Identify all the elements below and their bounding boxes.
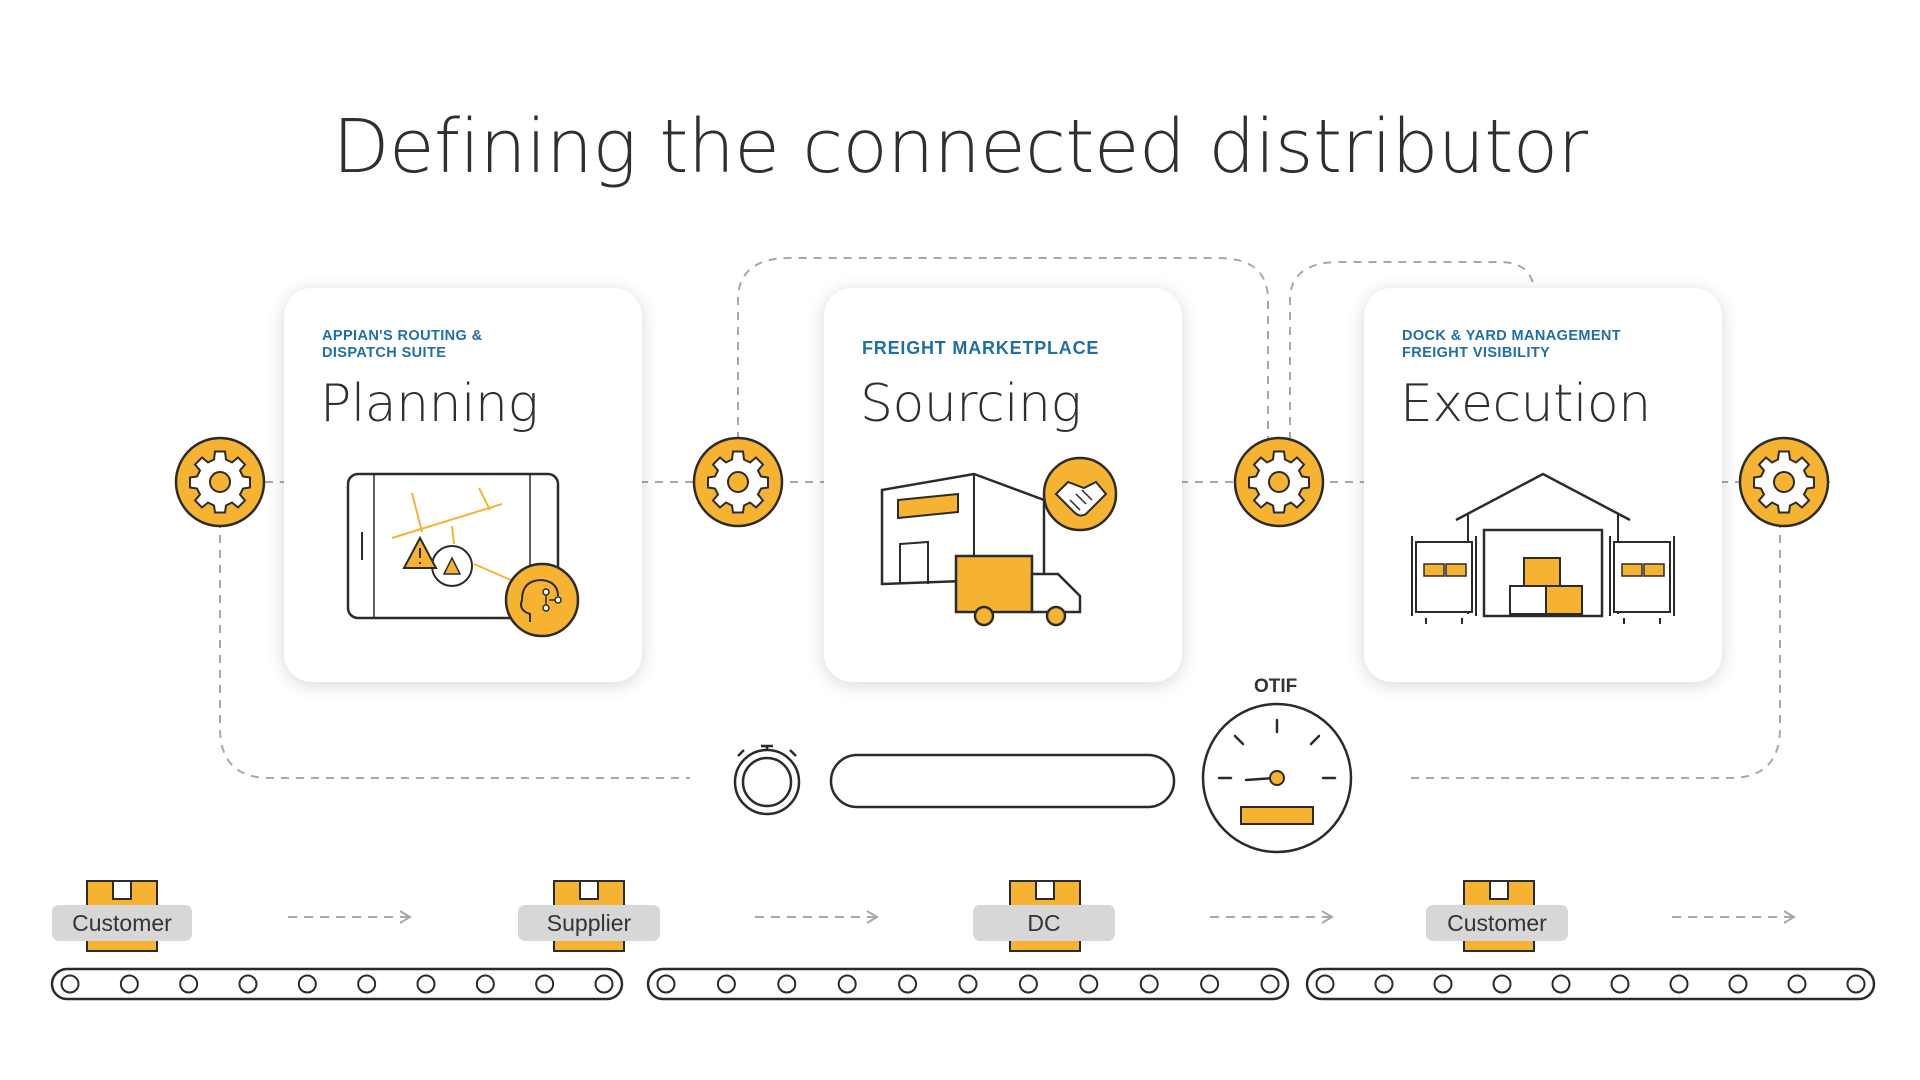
conveyor-roller: [1260, 974, 1280, 994]
conveyor-roller: [416, 974, 436, 994]
conveyor-roller: [1139, 974, 1159, 994]
conveyor-roller: [297, 974, 317, 994]
conveyor-roller: [958, 974, 978, 994]
conveyor-roller: [1492, 974, 1512, 994]
conveyor-roller: [837, 974, 857, 994]
gear-icon: [1233, 436, 1325, 528]
conveyor-roller: [1079, 974, 1099, 994]
conveyor-roller: [1315, 974, 1335, 994]
conveyor-roller: [716, 974, 736, 994]
conveyor-roller: [1433, 974, 1453, 994]
conveyor-roller: [777, 974, 797, 994]
card-sourcing: FREIGHT MARKETPLACE Sourcing: [824, 288, 1182, 682]
station-label: Customer: [1426, 905, 1568, 941]
station-label: Customer: [52, 905, 192, 941]
card-planning: APPIAN'S ROUTING & DISPATCH SUITE Planni…: [284, 288, 642, 682]
card-subtitle: DOCK & YARD MANAGEMENT FREIGHT VISIBILIT…: [1402, 328, 1702, 362]
conveyor-roller: [1846, 974, 1866, 994]
card-subtitle: APPIAN'S ROUTING & DISPATCH SUITE: [322, 328, 622, 362]
conveyor-roller: [594, 974, 614, 994]
card-subtitle-line: DOCK & YARD MANAGEMENT: [1402, 328, 1622, 344]
card-title: Planning: [320, 374, 539, 434]
station-label: Supplier: [518, 905, 660, 941]
truck-warehouse-icon: [880, 456, 1118, 627]
flow-arrows: [288, 910, 1796, 924]
conveyor-roller: [1728, 974, 1748, 994]
gauge-label: OTIF: [1254, 676, 1298, 697]
tablet-map-icon: [346, 472, 580, 638]
conveyor-roller: [1200, 974, 1220, 994]
conveyor-roller: [1374, 974, 1394, 994]
conveyor-roller: [1669, 974, 1689, 994]
conveyor-track: [50, 967, 624, 1001]
handshake-icon: [1042, 456, 1118, 532]
conveyor-roller: [898, 974, 918, 994]
card-title: Sourcing: [860, 374, 1082, 434]
conveyor-roller: [1018, 974, 1038, 994]
conveyor-roller: [656, 974, 676, 994]
conveyor-belt: [50, 967, 1876, 1001]
conveyor-roller: [357, 974, 377, 994]
conveyor-roller: [238, 974, 258, 994]
warehouse-icon: [1411, 472, 1675, 624]
card-subtitle: FREIGHT MARKETPLACE: [862, 338, 1100, 358]
ai-head-icon: [504, 562, 580, 638]
station-label: DC: [973, 905, 1115, 941]
conveyor-roller: [1787, 974, 1807, 994]
card-execution: DOCK & YARD MANAGEMENT FREIGHT VISIBILIT…: [1364, 288, 1722, 682]
conveyor-roller: [119, 974, 139, 994]
conveyor-roller: [475, 974, 495, 994]
card-subtitle-line: FREIGHT VISIBILITY: [1402, 345, 1551, 361]
gear-icon: [692, 436, 784, 528]
card-title: Execution: [1400, 374, 1651, 434]
card-subtitle-line: APPIAN'S ROUTING &: [322, 328, 483, 344]
gauge-icon: [1201, 702, 1353, 854]
page-title: Defining the connected distributor: [332, 104, 1588, 190]
stopwatch-icon: [733, 744, 801, 816]
conveyor-roller: [535, 974, 555, 994]
gear-icon: [174, 436, 266, 528]
conveyor-roller: [1610, 974, 1630, 994]
conveyor-roller: [179, 974, 199, 994]
conveyor-roller: [1551, 974, 1571, 994]
progress-track: [829, 753, 1176, 809]
gear-icon: [1738, 436, 1830, 528]
card-subtitle-line: DISPATCH SUITE: [322, 345, 447, 361]
conveyor-roller: [60, 974, 80, 994]
